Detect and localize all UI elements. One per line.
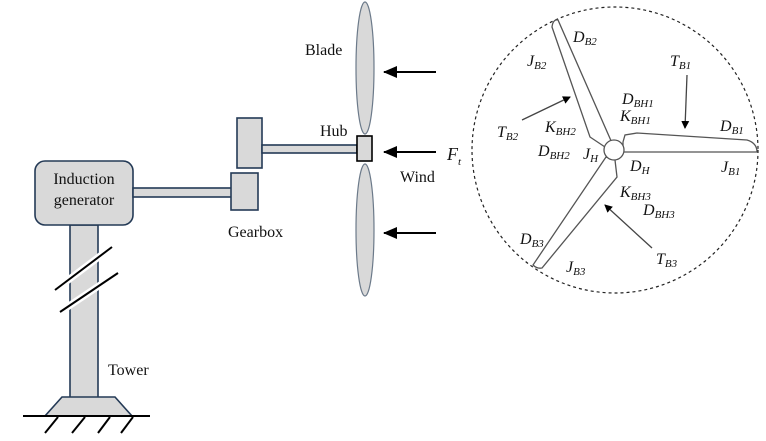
torque-arrow-b1 [681,74,690,129]
blade-label: Blade [305,42,342,59]
label-D_BH2: DBH2 [537,143,570,162]
hub-label: Hub [320,123,348,140]
label-J_H: JH [583,146,599,165]
induction-generator: Induction generator [34,160,134,226]
generator-label-line1: Induction [53,171,114,188]
rotor-detail: DB2 JB2 TB1 DBH1 KBH1 DB1 TB2 KBH2 DBH2 … [471,6,759,294]
lower-blade [355,163,375,297]
label-T_B1: TB1 [670,53,691,72]
label-K_BH3: KBH3 [619,184,651,203]
blade-2 [551,19,613,148]
tower-base [43,396,134,417]
label-T_B2: TB2 [497,124,519,143]
torque-arrow-b2 [521,96,571,121]
break-mark [59,272,119,313]
low-shaft [132,187,233,198]
label-K_BH2: KBH2 [544,119,576,138]
force-label: Ft [446,144,462,168]
main-shaft [261,144,358,154]
label-D_B2: DB2 [572,29,597,48]
gearbox-label: Gearbox [228,224,283,241]
break-mark [54,246,113,291]
label-D_B1: DB1 [719,118,744,137]
wind-arrows [383,66,436,239]
generator-label-line2: generator [54,192,115,209]
torque-arrow-b3 [604,204,653,249]
label-D_H: DH [629,158,651,177]
gearbox-upper [236,117,263,169]
tower [23,224,150,434]
gearbox-lower [230,172,259,211]
label-K_BH1: KBH1 [619,108,651,127]
blade-3 [532,156,618,269]
label-D_BH1: DBH1 [621,91,654,110]
upper-blade [355,1,375,135]
tower-label: Tower [108,362,149,379]
label-J_B2: JB2 [527,53,547,72]
ground-hatch [44,416,134,434]
label-J_B3: JB3 [566,259,586,278]
label-D_BH3: DBH3 [642,202,675,221]
label-D_B3: DB3 [519,231,544,250]
label-T_B3: TB3 [656,251,678,270]
hub [356,135,373,162]
wind-label: Wind [400,169,435,186]
label-J_B1: JB1 [721,159,740,178]
blade-1 [622,132,758,153]
hub-circle [603,139,625,161]
detail-boundary [471,6,759,294]
